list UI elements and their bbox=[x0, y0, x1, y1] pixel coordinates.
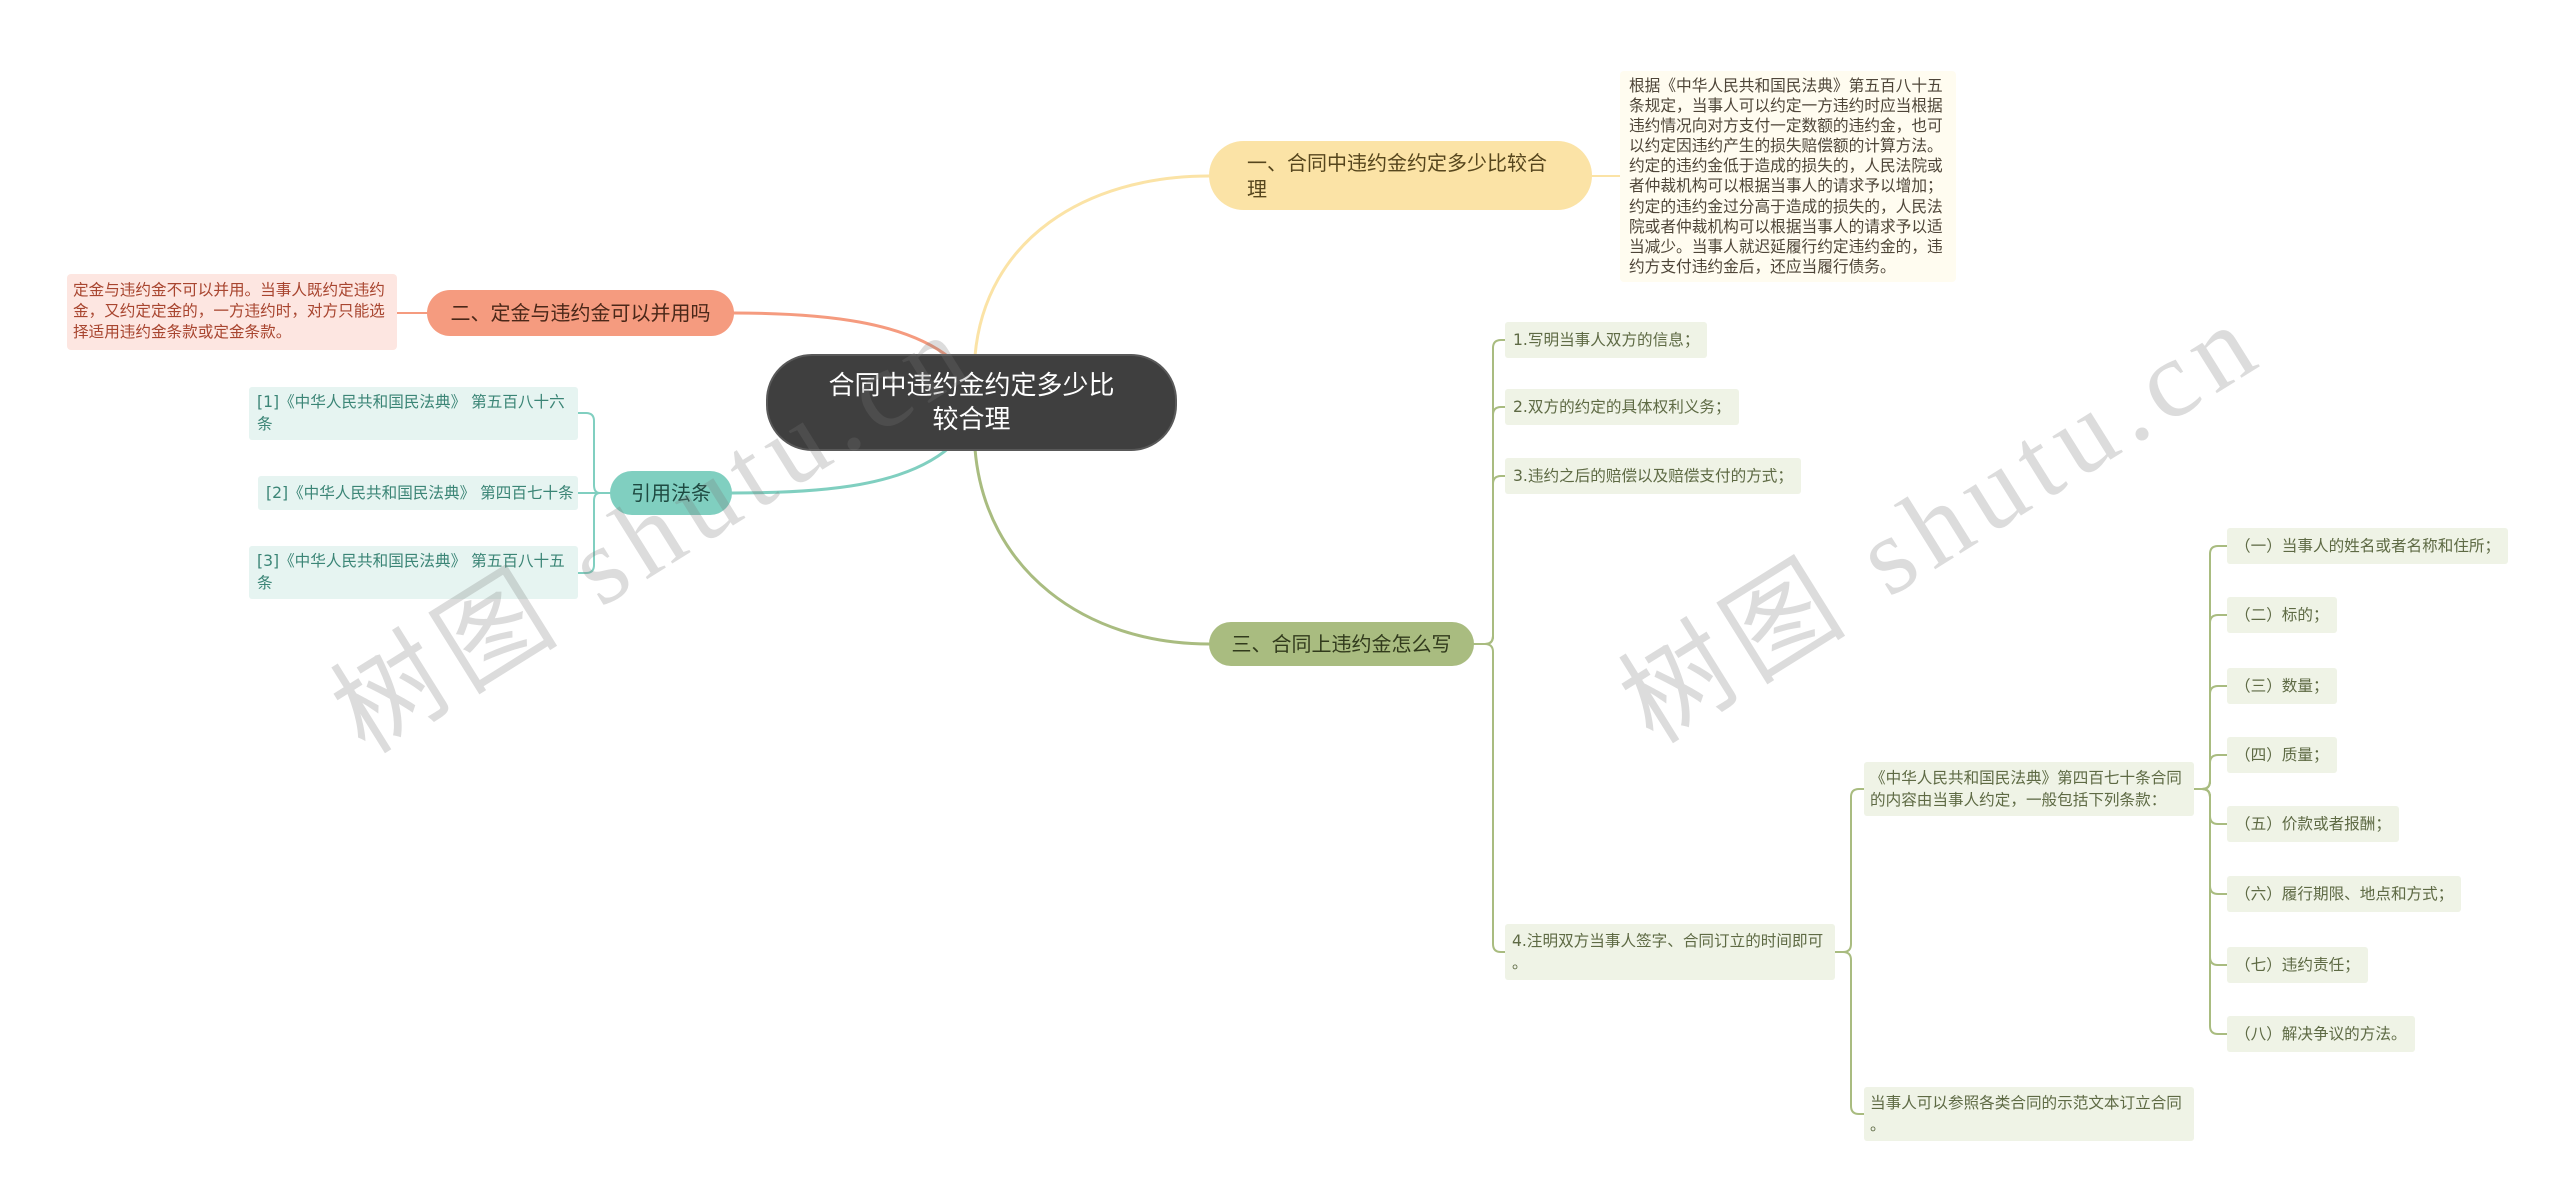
branch-topic-3: 三、合同上违约金怎么写 bbox=[1209, 622, 1474, 666]
branch-topic-1: 一、合同中违约金约定多少比较合理 bbox=[1209, 141, 1592, 210]
branch-topic-1-label: 一、合同中违约金约定多少比较合理 bbox=[1247, 150, 1547, 201]
contract-clause-item: （四）质量； bbox=[2227, 737, 2337, 773]
connector-branch-3-item-4 bbox=[1473, 643, 1506, 953]
contract-clause-item: （五）价款或者报酬； bbox=[2227, 806, 2399, 842]
citation-item: [2]《中华人民共和国民法典》 第四百七十条 bbox=[258, 476, 578, 510]
connector-branch-3-item-3 bbox=[1473, 475, 1506, 645]
connector-root-citations bbox=[730, 445, 952, 495]
connector-citation-3 bbox=[577, 492, 611, 574]
connector-root-branch-2 bbox=[732, 311, 952, 360]
branch-topic-2: 二、定金与违约金可以并用吗 bbox=[427, 290, 734, 336]
branch-3-item: 3.违约之后的赔偿以及赔偿支付的方式； bbox=[1505, 458, 1801, 494]
citation-item: [1]《中华人民共和国民法典》 第五百八十六条 bbox=[249, 387, 578, 440]
connector-root-branch-1 bbox=[973, 174, 1211, 358]
connector-clause-4 bbox=[2193, 754, 2228, 790]
citations-topic: 引用法条 bbox=[610, 471, 732, 515]
contract-clause-item: （一）当事人的姓名或者名称和住所； bbox=[2227, 528, 2509, 564]
branch-3-item: 2.双方的约定的具体权利义务； bbox=[1505, 389, 1739, 425]
branch-3-item: 1.写明当事人双方的信息； bbox=[1505, 322, 1708, 358]
citation-item: [3]《中华人民共和国民法典》 第五百八十五条 bbox=[249, 546, 578, 599]
root-topic: 合同中违约金约定多少比较合理 bbox=[766, 354, 1177, 451]
contract-clause-item: （二）标的； bbox=[2227, 597, 2337, 633]
root-topic-label: 合同中违约金约定多少比较合理 bbox=[828, 370, 1115, 435]
contract-clause-item: （六）履行期限、地点和方式； bbox=[2227, 876, 2462, 912]
model-contract-node: 当事人可以参照各类合同的示范文本订立合同。 bbox=[1864, 1087, 2194, 1141]
connector-item-4-child-2 bbox=[1834, 951, 1865, 1115]
contract-law-article-node: 《中华人民共和国民法典》第四百七十条合同的内容由当事人约定，一般包括下列条款： bbox=[1864, 762, 2194, 816]
contract-clause-item: （七）违约责任； bbox=[2227, 947, 2368, 983]
connector-clause-8 bbox=[2193, 788, 2228, 1035]
connector-branch-3-item-2 bbox=[1473, 406, 1506, 645]
branch-1-detail: 根据《中华人民共和国民法典》第五百八十五条规定，当事人可以约定一方违约时应当根据… bbox=[1620, 71, 1956, 282]
connector-item-4-child-1 bbox=[1834, 788, 1865, 953]
contract-clause-item: （八）解决争议的方法。 bbox=[2227, 1016, 2415, 1052]
branch-3-item: 4.注明双方当事人签字、合同订立的时间即可。 bbox=[1505, 924, 1835, 980]
connector-root-branch-3 bbox=[973, 447, 1211, 646]
branch-2-detail: 定金与违约金不可以并用。当事人既约定违约金，又约定定金的，一方违约时，对方只能选… bbox=[67, 274, 397, 350]
contract-clause-item: （三）数量； bbox=[2227, 668, 2337, 704]
connector-citation-1 bbox=[577, 412, 611, 494]
connector-branch-3-item-1 bbox=[1473, 339, 1506, 645]
